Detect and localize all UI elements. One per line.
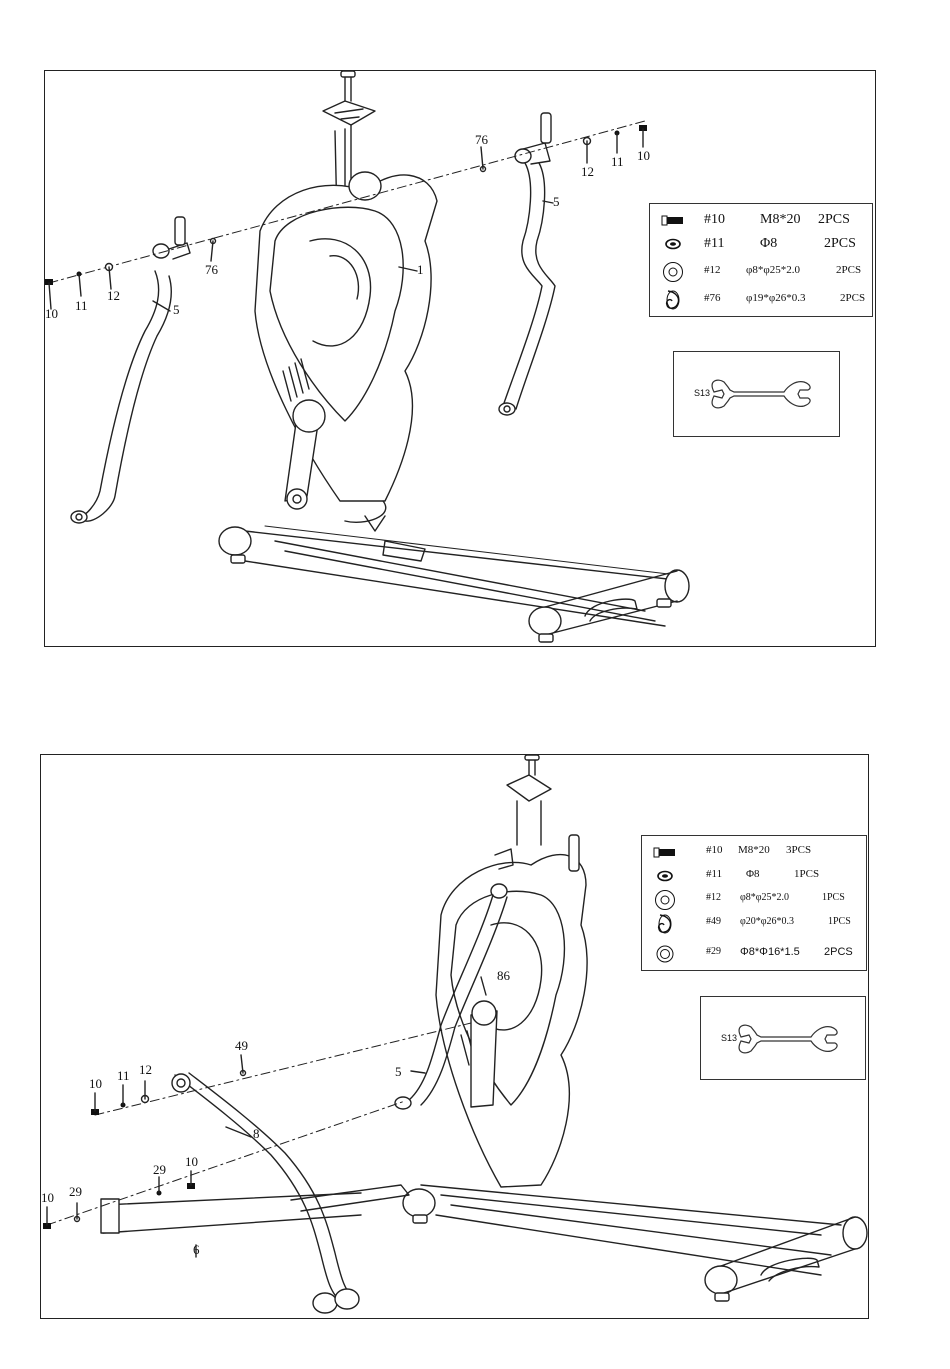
hardware-code: #10 — [706, 844, 723, 856]
callout-10-left: 10 — [45, 307, 58, 320]
hardware-code: #76 — [704, 292, 721, 304]
hardware-row: #29 Φ8*Φ16*1.5 2PCS — [642, 942, 866, 966]
step-2-hardware-table: #10 M8*20 3PCS #11 Φ8 1PCS #12 φ8*φ25*2.… — [641, 835, 867, 971]
hardware-row: #12 φ8*φ25*2.0 2PCS — [650, 260, 872, 284]
hardware-row: #12 φ8*φ25*2.0 1PCS — [642, 888, 866, 912]
callout-29-left: 29 — [69, 1185, 82, 1198]
hardware-spec: Φ8 — [760, 236, 777, 252]
spring-washer-icon — [658, 232, 688, 256]
hardware-code: #12 — [706, 892, 721, 903]
callout-1: 1 — [417, 263, 424, 276]
callout-76-right: 76 — [475, 133, 488, 146]
hardware-qty: 1PCS — [822, 892, 845, 903]
hardware-qty: 2PCS — [836, 264, 861, 276]
callout-29-right: 29 — [153, 1163, 166, 1176]
hardware-spec: Φ8 — [746, 868, 760, 880]
hardware-qty: 2PCS — [840, 292, 865, 304]
assembly-step-2-panel: 86 49 10 11 12 5 8 29 10 10 29 6 #10 M8*… — [40, 754, 869, 1319]
flat-washer-icon — [650, 942, 680, 966]
hardware-spec: M8*20 — [738, 844, 770, 856]
hardware-qty: 3PCS — [786, 844, 811, 856]
hardware-code: #12 — [704, 264, 721, 276]
bolt-icon — [650, 840, 680, 864]
hardware-qty: 2PCS — [818, 212, 850, 228]
flat-washer-icon — [650, 888, 680, 912]
hardware-code: #11 — [704, 236, 724, 252]
callout-11: 11 — [117, 1069, 130, 1082]
spring-washer-icon — [650, 864, 680, 888]
callout-11-left: 11 — [75, 299, 88, 312]
flat-washer-icon — [658, 260, 688, 284]
step-2-tool-box: S13 — [700, 996, 866, 1080]
callout-5-left: 5 — [173, 303, 180, 316]
wave-washer-icon — [658, 288, 688, 312]
hardware-qty: 2PCS — [824, 946, 853, 958]
hardware-spec: φ8*φ25*2.0 — [746, 264, 800, 276]
hardware-code: #49 — [706, 916, 721, 927]
hardware-spec: φ19*φ26*0.3 — [746, 292, 805, 304]
callout-5-right: 5 — [553, 195, 560, 208]
hardware-qty: 1PCS — [794, 868, 819, 880]
step-1-hardware-table: #10 M8*20 2PCS #11 Φ8 2PCS #12 φ8*φ25*2.… — [649, 203, 873, 317]
callout-10-upper: 10 — [89, 1077, 102, 1090]
wrench-size-label: S13 — [721, 1033, 737, 1043]
hardware-row: #11 Φ8 1PCS — [642, 864, 866, 888]
hardware-code: #11 — [706, 868, 722, 880]
hardware-qty: 2PCS — [824, 236, 856, 252]
hardware-row: #49 φ20*φ26*0.3 1PCS — [642, 912, 866, 936]
callout-12-right: 12 — [581, 165, 594, 178]
wave-washer-icon — [650, 912, 680, 936]
callout-10-left: 10 — [41, 1191, 54, 1204]
step-1-tool-box: S13 — [673, 351, 840, 437]
wrench-size-label: S13 — [694, 388, 710, 398]
hardware-spec: Φ8*Φ16*1.5 — [740, 946, 800, 958]
hardware-qty: 1PCS — [828, 916, 851, 927]
hardware-spec: M8*20 — [760, 212, 800, 228]
hardware-row: #11 Φ8 2PCS — [650, 232, 872, 256]
callout-12: 12 — [139, 1063, 152, 1076]
hardware-spec: φ20*φ26*0.3 — [740, 916, 794, 927]
assembly-step-1-panel: 10 11 12 76 5 1 76 12 11 10 5 #10 M8*20 … — [44, 70, 876, 647]
bolt-icon — [658, 208, 688, 232]
callout-49: 49 — [235, 1039, 248, 1052]
callout-86: 86 — [497, 969, 510, 982]
callout-6: 6 — [193, 1243, 200, 1256]
hardware-code: #10 — [704, 212, 725, 228]
callout-11-right: 11 — [611, 155, 624, 168]
hardware-code: #29 — [706, 946, 721, 957]
callout-10-right: 10 — [185, 1155, 198, 1168]
hardware-row: #76 φ19*φ26*0.3 2PCS — [650, 288, 872, 312]
callout-12-left: 12 — [107, 289, 120, 302]
callout-76-left: 76 — [205, 263, 218, 276]
callout-5: 5 — [395, 1065, 402, 1078]
hardware-row: #10 M8*20 2PCS — [650, 208, 872, 232]
hardware-spec: φ8*φ25*2.0 — [740, 892, 789, 903]
callout-8: 8 — [253, 1127, 260, 1140]
callout-10-right: 10 — [637, 149, 650, 162]
hardware-row: #10 M8*20 3PCS — [642, 840, 866, 864]
